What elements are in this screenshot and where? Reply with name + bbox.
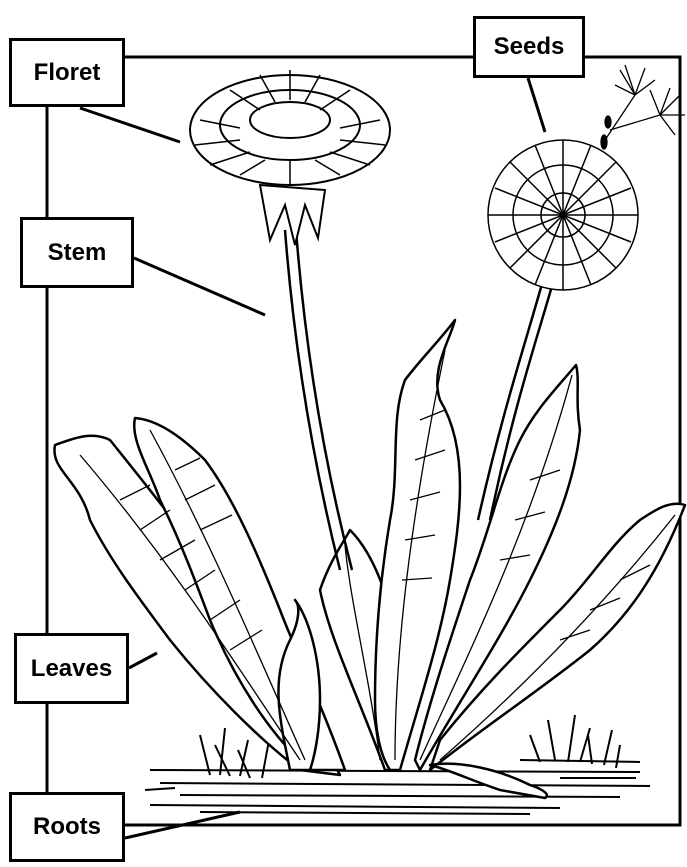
leaves-label: Leaves bbox=[14, 633, 129, 704]
flying-seeds bbox=[601, 65, 685, 149]
leaves bbox=[54, 320, 685, 798]
floret-label: Floret bbox=[9, 38, 125, 107]
seed-head bbox=[488, 140, 638, 290]
roots-label: Roots bbox=[9, 792, 125, 862]
seeds-label: Seeds bbox=[473, 16, 585, 78]
stem-label: Stem bbox=[20, 217, 134, 288]
